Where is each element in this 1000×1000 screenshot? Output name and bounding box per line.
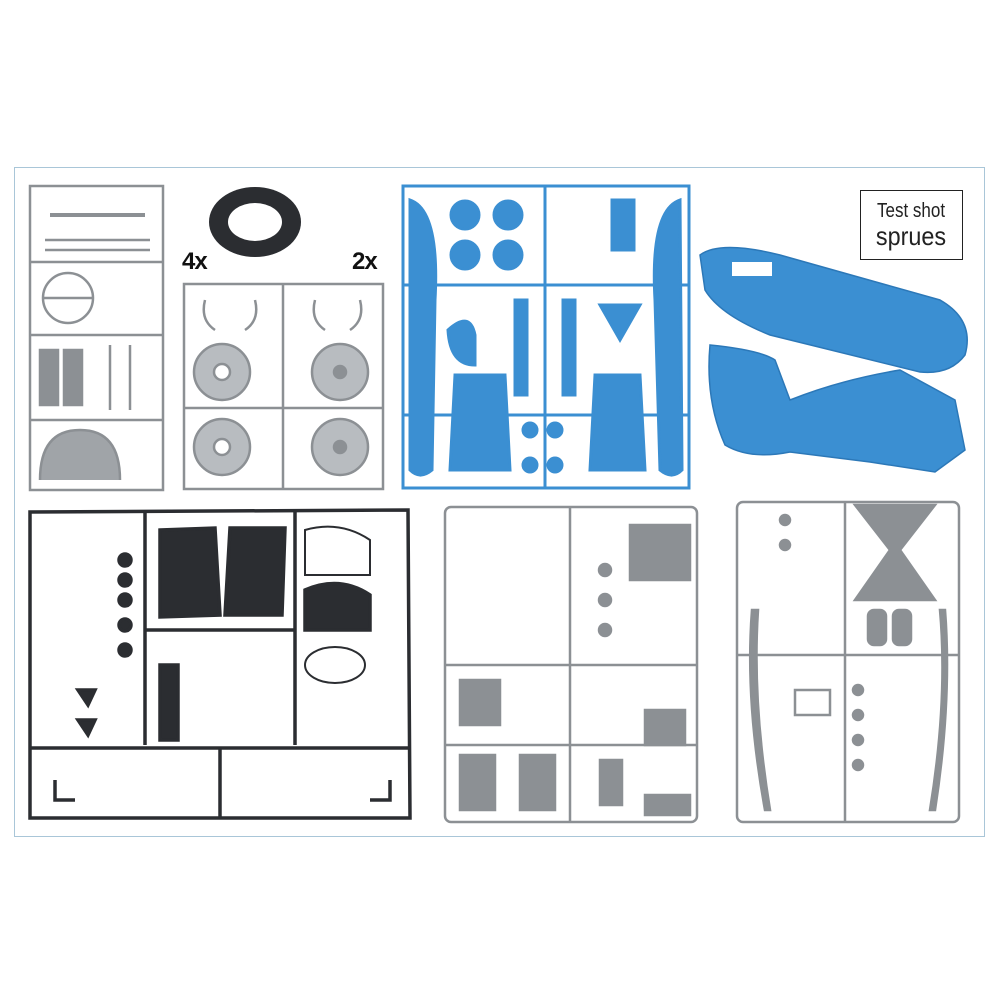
grey-sprue-engine-parts: [443, 505, 699, 824]
blue-body-shells: [699, 246, 968, 473]
black-sprue-seats-parts: [28, 508, 412, 820]
label-line-1: Test shot: [877, 200, 946, 222]
wheel-sprue-quantity-label: 2x: [352, 248, 378, 275]
grey-sprue-frame-parts: [735, 500, 961, 824]
tire-quantity-label: 4x: [182, 248, 208, 275]
grey-sprue-chassis-parts: [28, 184, 165, 492]
blue-sprue-body-parts: [401, 184, 691, 490]
grey-sprue-wheels: [182, 282, 385, 491]
label-line-2: sprues: [876, 221, 947, 251]
test-shot-label: Test shot sprues: [860, 190, 963, 260]
tire: [209, 187, 301, 257]
